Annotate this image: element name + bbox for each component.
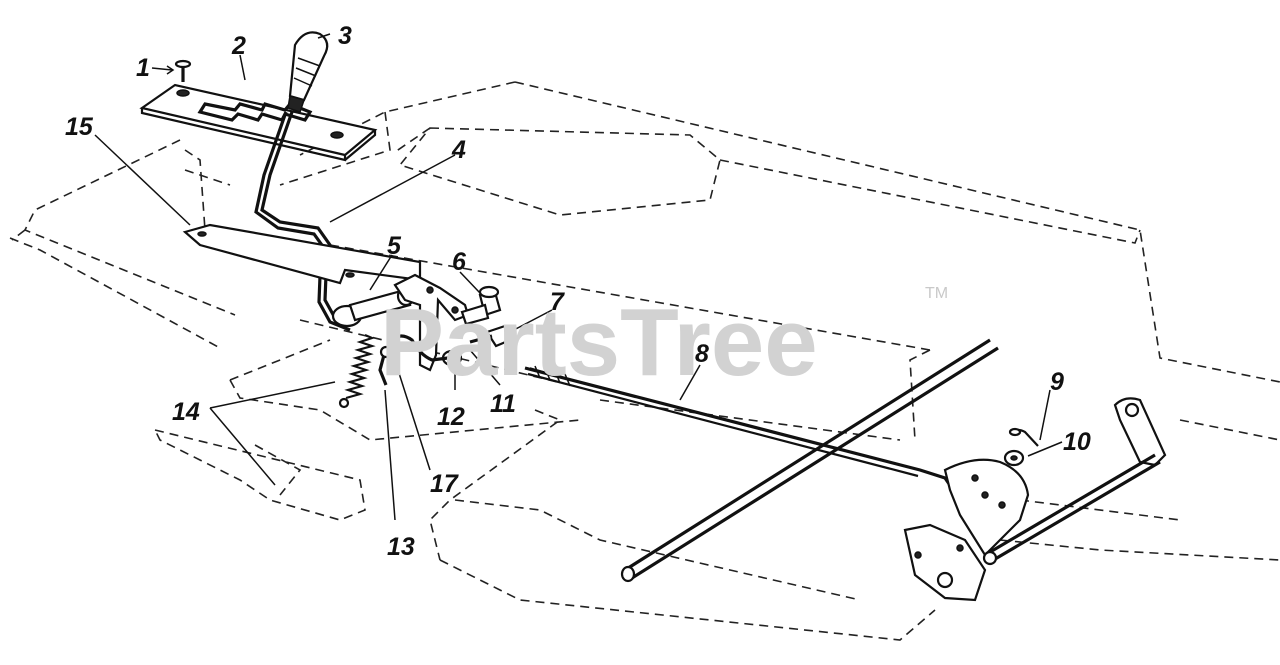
shift-plate <box>139 83 378 162</box>
callout-6: 6 <box>452 248 467 276</box>
extension-spring <box>338 333 376 409</box>
callout-4: 4 <box>451 136 466 164</box>
callout-11: 11 <box>490 390 516 418</box>
leader-lines <box>94 33 1063 521</box>
transmission-bracket <box>903 458 1030 602</box>
callout-10: 10 <box>1063 428 1091 456</box>
cotter-pin <box>1008 427 1039 447</box>
callout-14: 14 <box>172 398 200 426</box>
watermark-text: PartsTree <box>380 289 818 396</box>
pedal-bracket <box>982 397 1167 566</box>
link-rod <box>386 334 449 362</box>
callout-15: 15 <box>65 113 94 141</box>
callout-7: 7 <box>550 288 565 316</box>
shift-lever <box>254 111 351 332</box>
cross-rod <box>620 338 999 583</box>
control-arm <box>393 273 470 372</box>
spring-clip <box>378 345 393 386</box>
callout-9: 9 <box>1050 368 1064 396</box>
lever-bracket <box>182 223 422 285</box>
shift-knob <box>287 31 329 113</box>
flat-washer <box>1003 449 1025 467</box>
callout-8: 8 <box>695 340 709 368</box>
callout-1: 1 <box>136 54 150 82</box>
callout-12: 12 <box>437 403 465 431</box>
callout-5: 5 <box>387 232 402 260</box>
callout-17: 17 <box>430 470 459 498</box>
callout-2: 2 <box>231 32 246 60</box>
callout-3: 3 <box>338 22 352 50</box>
screw <box>174 59 192 82</box>
hex-bolt <box>469 324 517 348</box>
callout-labels: 1 2 3 4 5 6 7 8 9 10 11 12 13 14 15 17 <box>65 22 1091 561</box>
watermark: PartsTree TM <box>380 285 948 396</box>
callout-13: 13 <box>387 533 415 561</box>
trademark-symbol: TM <box>925 285 948 302</box>
